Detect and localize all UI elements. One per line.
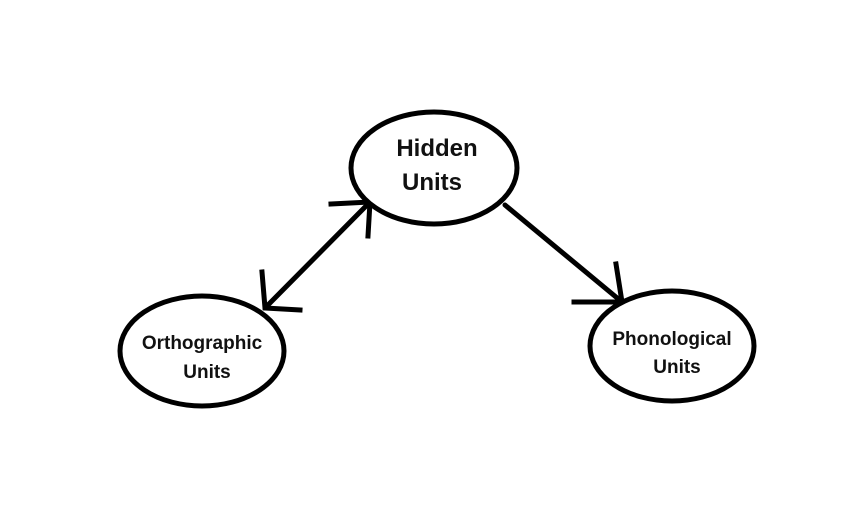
node-orthographic-label-line2: Units [183, 362, 231, 383]
edge-line-hidden-phonological [502, 202, 625, 305]
node-orthographic-ellipse [117, 293, 287, 409]
node-orthographic-label-line1: Orthographic [142, 333, 263, 354]
node-hidden-units: Hidden Units [348, 109, 520, 227]
edge-hidden-phonological [502, 202, 625, 305]
node-phonological-label-line1: Phonological [612, 329, 731, 350]
node-hidden-ellipse [348, 109, 520, 227]
arrowhead-to-orthographic [259, 269, 303, 313]
node-phonological-units: Phonological Units [587, 288, 757, 404]
edge-orthographic-hidden [259, 199, 373, 313]
node-hidden-label-line1: Hidden [396, 135, 477, 162]
node-orthographic-units: Orthographic Units [117, 293, 287, 409]
node-hidden-label-line2: Units [402, 169, 462, 196]
node-phonological-ellipse [587, 288, 757, 404]
edge-line-orthographic-hidden [262, 199, 373, 311]
node-phonological-label-line2: Units [653, 357, 701, 378]
